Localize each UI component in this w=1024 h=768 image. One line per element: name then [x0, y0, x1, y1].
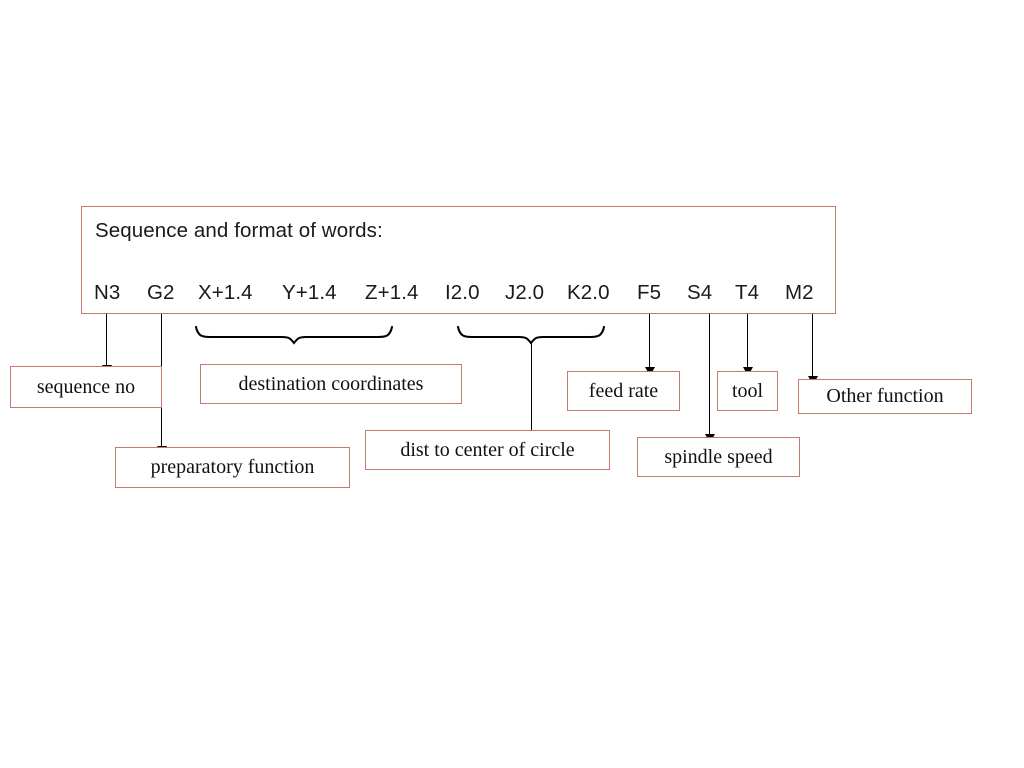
code-word-t4: T4	[735, 281, 760, 304]
label-text-feed-rate: feed rate	[588, 379, 659, 402]
code-format-title: Sequence and format of words:	[95, 219, 383, 242]
brace-destination-coordinates	[194, 325, 394, 345]
label-text-tool: tool	[731, 379, 764, 402]
label-text-dist-to-center-of-circle: dist to center of circle	[400, 438, 575, 461]
arrow-to-feed-rate	[644, 314, 655, 376]
label-text-sequence-no: sequence no	[36, 375, 136, 398]
arrow-to-spindle-speed	[704, 314, 715, 443]
code-word-i2-0: I2.0	[445, 281, 480, 304]
arrow-to-other-function	[807, 314, 818, 385]
label-box-preparatory-function: preparatory function	[115, 447, 350, 488]
label-text-other-function: Other function	[826, 385, 944, 407]
label-text-spindle-speed: spindle speed	[664, 445, 773, 468]
label-box-tool: tool	[717, 371, 778, 411]
code-word-g2: G2	[147, 281, 175, 304]
code-word-f5: F5	[637, 281, 662, 304]
brace-circle-center-arrow	[526, 342, 537, 448]
code-word-s4: S4	[687, 281, 713, 304]
arrow-to-sequence-no	[101, 314, 112, 374]
label-box-dist-to-center-of-circle: dist to center of circle	[365, 430, 610, 470]
code-word-n3: N3	[94, 281, 121, 304]
label-text-destination-coordinates: destination coordinates	[238, 372, 424, 395]
label-text-preparatory-function: preparatory function	[150, 456, 315, 478]
label-box-spindle-speed: spindle speed	[637, 437, 800, 477]
label-box-other-function: Other function	[798, 379, 972, 414]
code-word-x-1-4: X+1.4	[198, 281, 253, 304]
code-word-k2-0: K2.0	[567, 281, 610, 304]
code-word-m2: M2	[785, 281, 814, 304]
code-format-box: Sequence and format of words: N3 G2 X+1.4 Y…	[81, 206, 836, 314]
label-box-sequence-no: sequence no	[10, 366, 162, 408]
code-word-z-1-4: Z+1.4	[365, 281, 419, 304]
code-word-y-1-4: Y+1.4	[282, 281, 337, 304]
label-box-destination-coordinates: destination coordinates	[200, 364, 462, 404]
label-box-feed-rate: feed rate	[567, 371, 680, 411]
code-word-j2-0: J2.0	[505, 281, 545, 304]
arrow-to-tool	[742, 314, 753, 376]
